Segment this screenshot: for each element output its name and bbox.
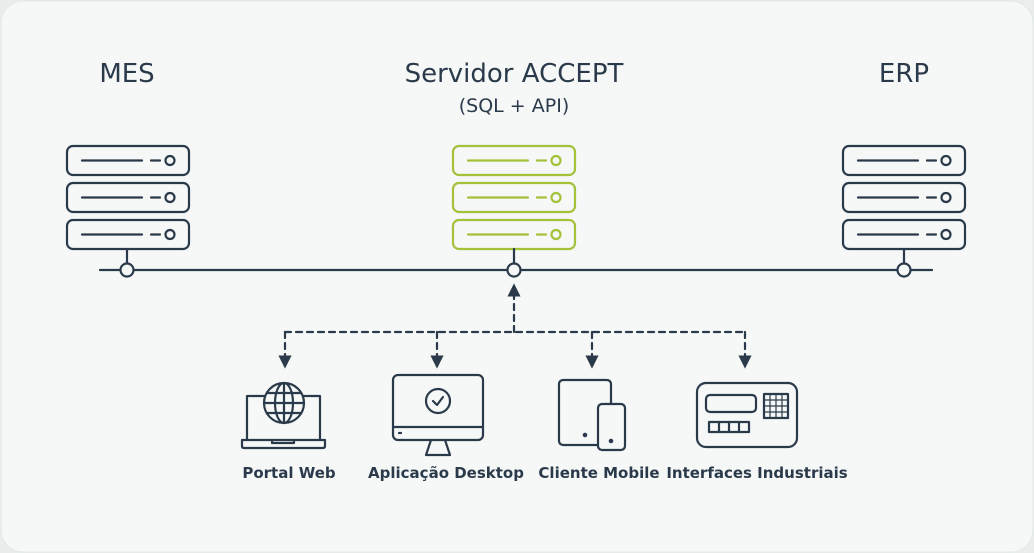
client-label-mobile: Cliente Mobile — [538, 464, 659, 482]
erp-node — [896, 262, 912, 278]
server-subtitle: (SQL + API) — [459, 95, 569, 117]
client-label-industrial: Interfaces Industriais — [666, 464, 847, 482]
mes-node — [119, 262, 135, 278]
mes-server-icon — [65, 144, 191, 266]
server-title: Servidor ACCEPT — [405, 59, 624, 89]
server-node — [506, 262, 522, 278]
desktop-check-icon — [391, 373, 485, 457]
client-connections — [278, 283, 752, 369]
erp-title: ERP — [879, 59, 929, 89]
laptop-globe-icon — [240, 381, 327, 450]
industrial-panel-icon — [695, 381, 799, 449]
client-label-portal-web: Portal Web — [242, 464, 336, 482]
erp-server-icon — [841, 144, 967, 266]
client-label-desktop: Aplicação Desktop — [368, 464, 524, 482]
mes-title: MES — [99, 59, 154, 89]
tablet-phone-icon — [557, 378, 627, 452]
